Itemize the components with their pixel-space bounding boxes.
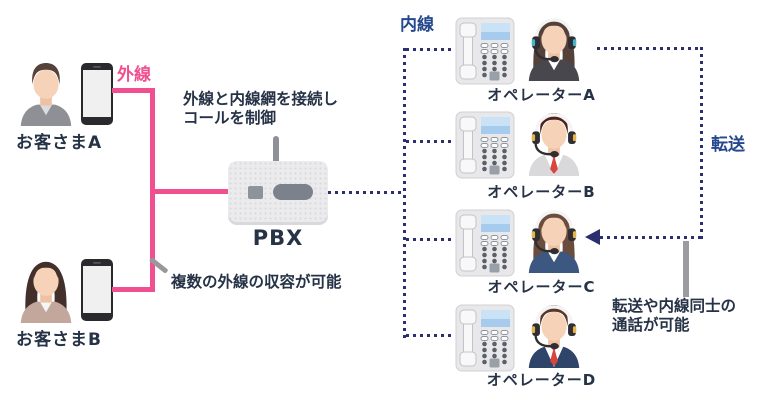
transfer-note-line2: 通話が可能 bbox=[612, 316, 690, 334]
inside-line-branch-d bbox=[406, 334, 455, 337]
operator-a-label: オペレーターA bbox=[487, 86, 596, 104]
outside-line-to-pbx bbox=[153, 189, 228, 194]
transfer-line-bottom bbox=[600, 236, 701, 239]
customer-a-avatar bbox=[14, 60, 78, 126]
operator-d-avatar bbox=[522, 302, 586, 368]
customer-b-label: お客さまB bbox=[16, 330, 102, 350]
transfer-line-right bbox=[700, 47, 703, 239]
smartphone-icon bbox=[80, 258, 114, 322]
transfer-note: 転送や内線同士の 通話が可能 bbox=[612, 297, 736, 335]
smartphone-icon bbox=[80, 62, 114, 126]
pbx-note-line1: 外線と内線網を接続し bbox=[183, 90, 339, 108]
pbx-note-line2: コールを制御 bbox=[183, 109, 277, 127]
desk-phone-icon bbox=[455, 17, 515, 85]
operator-c-label: オペレーターC bbox=[487, 278, 596, 296]
pbx-label: PBX bbox=[252, 226, 304, 250]
inside-line-label: 内線 bbox=[400, 15, 434, 35]
pbx-slot bbox=[273, 184, 313, 200]
inside-line-branch-a bbox=[406, 48, 455, 51]
pbx-note: 外線と内線網を接続し コールを制御 bbox=[183, 90, 338, 128]
inside-line-branch-c bbox=[406, 238, 455, 241]
outside-line-trunk bbox=[150, 88, 155, 292]
operator-b-avatar bbox=[522, 110, 586, 176]
transfer-note-line1: 転送や内線同士の bbox=[612, 297, 737, 315]
operator-b-label: オペレーターB bbox=[487, 183, 596, 201]
pbx-led bbox=[248, 186, 263, 199]
operator-d-label: オペレーターD bbox=[486, 371, 597, 389]
customer-a-label: お客さまA bbox=[16, 133, 103, 153]
outside-line-a bbox=[112, 88, 155, 93]
outside-line-label: 外線 bbox=[117, 65, 151, 85]
outside-line-b bbox=[112, 287, 155, 292]
transfer-line-top bbox=[597, 47, 703, 50]
transfer-label: 転送 bbox=[711, 135, 745, 155]
transfer-arrowhead-icon bbox=[585, 229, 600, 245]
desk-phone-icon bbox=[455, 111, 515, 179]
inside-line-pbx bbox=[328, 191, 404, 194]
customer-b-avatar bbox=[14, 257, 78, 323]
desk-phone-icon bbox=[455, 209, 515, 277]
operator-c-avatar bbox=[522, 207, 586, 273]
inside-line-branch-b bbox=[406, 140, 455, 143]
transfer-note-pointer bbox=[683, 241, 689, 297]
pbx-antenna bbox=[273, 136, 279, 164]
desk-phone-icon bbox=[455, 304, 515, 372]
inside-line-trunk bbox=[403, 48, 406, 338]
capacity-note: 複数の外線の収容が可能 bbox=[171, 273, 342, 291]
pbx-device bbox=[228, 161, 328, 222]
operator-a-avatar bbox=[522, 15, 586, 81]
